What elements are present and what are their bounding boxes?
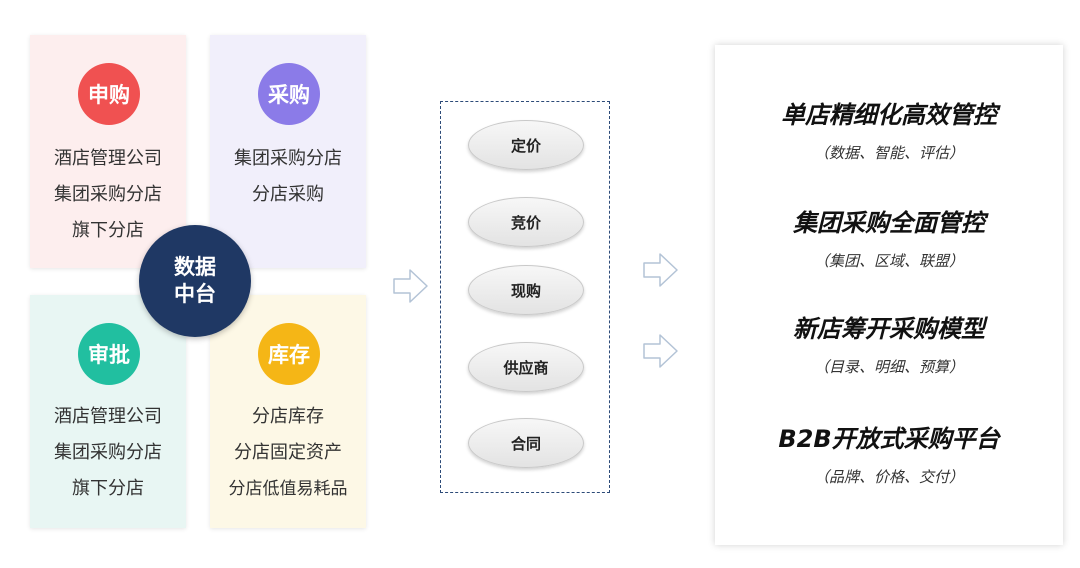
- goal-title: 新店筹开采购模型: [793, 315, 985, 343]
- method-pill-xiangou: 现购: [468, 265, 584, 315]
- method-pill-jingjia: 竞价: [468, 197, 584, 247]
- data-hub-circle: 数据 中台: [139, 225, 251, 337]
- quadrant-line: 分店库存: [252, 406, 324, 427]
- quadrant-line: 集团采购分店: [54, 184, 162, 205]
- badge-shenpi: 审批: [78, 323, 140, 385]
- quadrant-line: 酒店管理公司: [54, 148, 162, 169]
- goal-item: 新店筹开采购模型 （目录、明细、预算）: [715, 309, 1063, 377]
- arrow-right-icon: [643, 253, 678, 287]
- badge-kucun: 库存: [258, 323, 320, 385]
- quadrant-kucun-text: 分店库存 分店固定资产 分店低值易耗品: [210, 399, 366, 507]
- hub-line: 数据: [174, 255, 216, 279]
- quadrant-line: 酒店管理公司: [54, 406, 162, 427]
- quadrant-line: 分店固定资产: [234, 442, 342, 463]
- quadrant-caigou: 采购 集团采购分店 分店采购: [210, 35, 366, 268]
- goal-subtitle: （集团、区域、联盟）: [813, 252, 964, 270]
- quadrant-line: 旗下分店: [72, 478, 144, 499]
- quadrant-caigou-text: 集团采购分店 分店采购: [210, 141, 366, 213]
- quadrant-line: 分店采购: [252, 184, 324, 205]
- quadrant-line: 旗下分店: [72, 220, 144, 241]
- badge-caigou: 采购: [258, 63, 320, 125]
- badge-shengou: 申购: [78, 63, 140, 125]
- quadrant-shenpi-text: 酒店管理公司 集团采购分店 旗下分店: [30, 399, 186, 507]
- arrow-right-icon: [643, 334, 678, 368]
- goal-item: B2B开放式采购平台 （品牌、价格、交付）: [715, 419, 1063, 487]
- goal-title: 集团采购全面管控: [793, 209, 985, 237]
- hub-line: 中台: [174, 282, 216, 306]
- quadrant-shengou: 申购 酒店管理公司 集团采购分店 旗下分店: [30, 35, 186, 268]
- goal-subtitle: （目录、明细、预算）: [813, 358, 964, 376]
- quadrant-line: 集团采购分店: [54, 442, 162, 463]
- quadrant-line: 集团采购分店: [234, 148, 342, 169]
- method-pill-dingjia: 定价: [468, 120, 584, 170]
- goal-title: B2B开放式采购平台: [778, 425, 1000, 453]
- goal-title: 单店精细化高效管控: [781, 101, 997, 129]
- quadrant-shengou-text: 酒店管理公司 集团采购分店 旗下分店: [30, 141, 186, 249]
- method-pill-gongyingshang: 供应商: [468, 342, 584, 392]
- goal-item: 单店精细化高效管控 （数据、智能、评估）: [715, 95, 1063, 163]
- goal-item: 集团采购全面管控 （集团、区域、联盟）: [715, 203, 1063, 271]
- goal-subtitle: （品牌、价格、交付）: [813, 468, 964, 486]
- method-box: 定价 竞价 现购 供应商 合同: [440, 101, 610, 493]
- quadrant-shenpi: 审批 酒店管理公司 集团采购分店 旗下分店: [30, 295, 186, 528]
- goal-subtitle: （数据、智能、评估）: [813, 144, 964, 162]
- quadrant-line: 分店低值易耗品: [228, 479, 348, 499]
- method-pill-hetong: 合同: [468, 418, 584, 468]
- quadrant-kucun: 库存 分店库存 分店固定资产 分店低值易耗品: [210, 295, 366, 528]
- arrow-right-icon: [393, 269, 428, 303]
- goal-panel: 单店精细化高效管控 （数据、智能、评估） 集团采购全面管控 （集团、区域、联盟）…: [715, 45, 1063, 545]
